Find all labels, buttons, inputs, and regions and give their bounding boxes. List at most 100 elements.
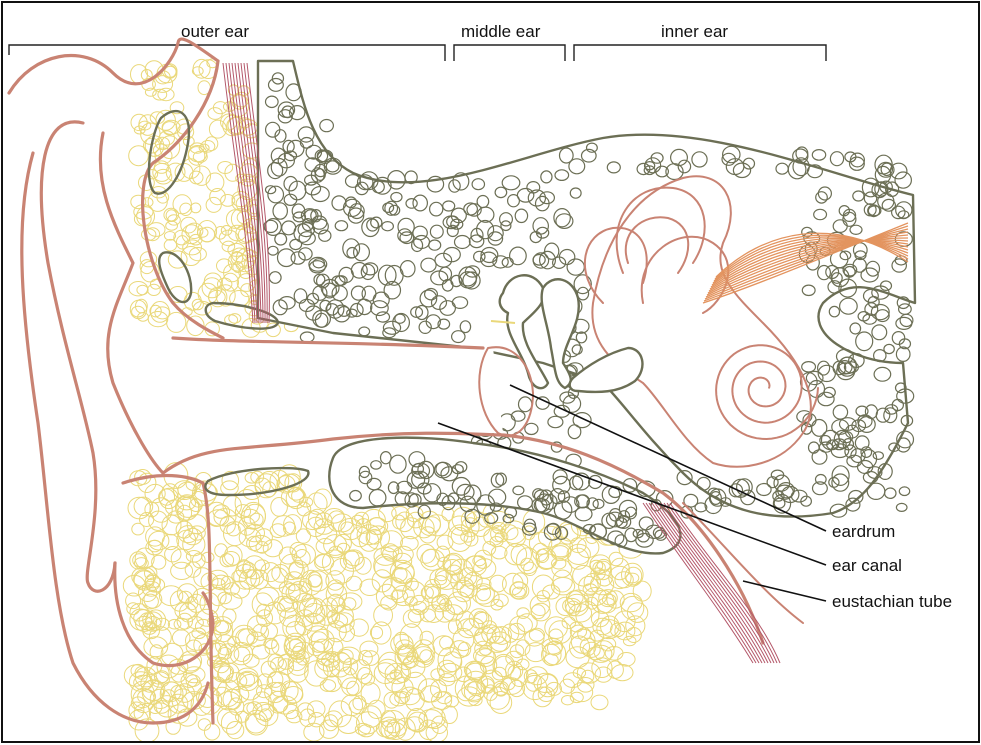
fat-cell [205,137,218,151]
fat-cell [324,509,344,524]
fat-cell [261,563,280,582]
fat-cell [521,558,534,570]
bone-cell [850,323,861,334]
bone-cell [525,423,538,434]
bone-cell [300,332,314,342]
bone-cell [884,344,894,353]
fat-cell [178,482,197,497]
fat-cell [421,549,445,570]
outer-ear-label: outer ear [181,22,249,41]
cartilage-island-2 [159,252,191,302]
fat-cell [129,146,149,166]
inner-ear-bracket [574,45,826,61]
bone-cell [856,332,873,351]
fat-cell [457,687,480,706]
fat-cell [255,560,269,571]
fat-cell [391,590,408,603]
fat-cell [137,285,148,294]
bone-cell [896,347,910,361]
bone-cell [871,305,889,320]
fat-cell [128,497,150,519]
outer-rim-outline [22,153,208,723]
fat-cell [337,715,359,733]
fat-cell [271,498,288,517]
fat-cell [175,163,193,181]
bone-cell [892,332,904,345]
bone-cell [896,317,912,329]
fat-cell [209,120,226,138]
bone-cell [505,507,517,518]
fat-cell [145,88,156,96]
outer-ear-bracket [9,45,445,61]
fat-cell [245,524,265,542]
fat-cell [134,705,150,722]
fat-cell [177,530,196,550]
fat-cell [491,599,503,610]
bone-cell [320,120,334,132]
fat-cell [227,722,244,739]
fat-cell [453,580,474,601]
fat-cell [272,697,288,713]
fat-cell [525,630,544,647]
bone-cell [548,416,563,427]
bone-cell [560,392,575,403]
fat-cell [192,67,203,76]
middle-ear-bracket [454,45,565,61]
fat-cell [487,687,510,709]
bone-cell [830,152,843,166]
fat-cell [159,488,178,508]
muscle-fiber [649,503,759,663]
fat-cell [439,674,455,686]
ear-diagram-canvas: outer ear middle ear inner ear [3,3,978,741]
fat-cell [166,500,184,515]
fat-cell [154,161,168,173]
fat-cell [405,672,427,694]
fat-cell [296,529,310,543]
middle-ear-label: middle ear [461,22,541,41]
fat-cell [357,712,380,734]
fat-cell [204,724,219,740]
fat-cell [314,489,332,509]
fat-cell [346,576,362,591]
ear-canal-channel [172,338,503,448]
bone-cell [812,150,825,161]
fat-cell [403,610,421,628]
bone-cell [519,397,532,412]
fat-cell [236,668,258,685]
fat-cell [379,505,397,521]
fat-cell [162,534,178,549]
fat-cell [549,621,571,644]
fat-cell [257,587,279,605]
fat-cell [307,641,325,655]
bone-cell [867,483,885,499]
fat-cell [601,638,616,651]
fat-cell [339,593,362,610]
fat-cell [133,554,146,567]
fat-cell [502,521,526,544]
bone-cell [524,519,535,531]
bone-cell [896,503,907,511]
fat-cell [304,723,324,741]
bone-cell [872,325,887,340]
fat-cell [577,663,600,683]
bone-cell [885,488,896,498]
fat-cell [202,552,214,562]
concha-outline [100,133,163,473]
fat-cell [159,489,175,505]
section-brackets: outer ear middle ear inner ear [9,22,826,61]
fat-cell [167,312,186,332]
eustachian-tube-leader [743,581,826,601]
fat-cell [272,682,287,696]
fat-cell [166,221,178,230]
fat-cell [517,608,529,619]
fat-cell [289,561,308,578]
fat-cell [438,647,461,672]
inner-ear-label: inner ear [661,22,728,41]
bone-cell [840,298,858,314]
fat-cell [158,88,174,100]
fat-cell [553,570,572,592]
fat-cell [545,617,568,639]
fat-cell [358,725,374,737]
fat-cell [360,641,378,657]
